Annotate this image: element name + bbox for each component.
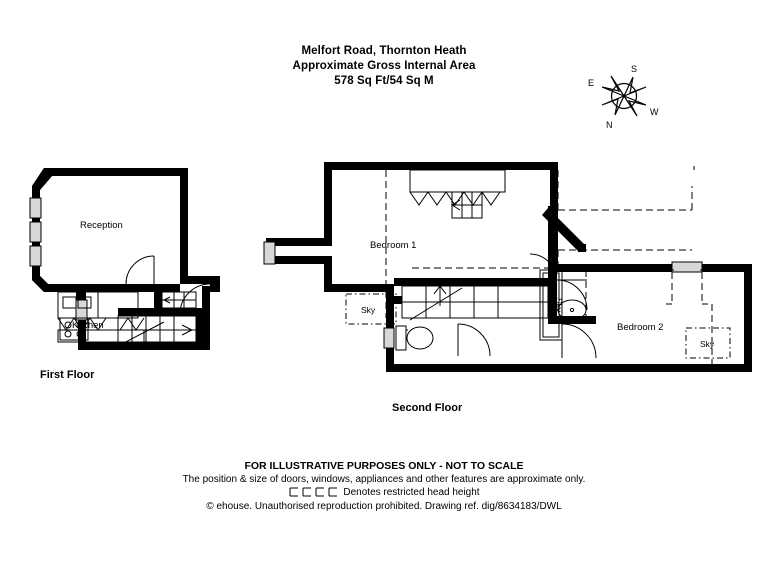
compass-label-top-right: S [631, 64, 637, 74]
plan-area-caption: Approximate Gross Internal Area [292, 60, 476, 72]
footer-block: FOR ILLUSTRATIVE PURPOSES ONLY - NOT TO … [0, 459, 768, 513]
skylight-label-landing: Sky [554, 298, 564, 313]
title-block: Melfort Road, Thornton Heath Approximate… [0, 44, 768, 89]
plan-address: Melfort Road, Thornton Heath [301, 45, 467, 57]
footer-denotes-text: Denotes restricted head height [343, 487, 480, 498]
skylight-landing: Sky [539, 269, 564, 341]
bedroom1-door [529, 253, 557, 281]
footer-headline: FOR ILLUSTRATIVE PURPOSES ONLY - NOT TO … [244, 460, 524, 472]
hall-door [179, 283, 211, 315]
compass-points [601, 75, 647, 117]
room-label-bedroom-1: Bedroom 1 [370, 240, 416, 251]
bathroom-door [457, 323, 491, 357]
first-floor-upper-stair [161, 291, 197, 309]
reception-door [125, 255, 155, 285]
compass-rose: S E W N [588, 64, 659, 130]
kitchen-window [75, 299, 88, 321]
second-floor-main-stair [401, 285, 549, 321]
compass-label-right: W [650, 107, 659, 117]
first-floor-label: First Floor [40, 369, 95, 381]
room-label-bedroom-2: Bedroom 2 [617, 322, 663, 333]
wc-toilet [395, 325, 434, 351]
compass-label-left: E [588, 78, 594, 88]
skylight-label-bedroom-1: Sky [361, 305, 376, 315]
wc-window [383, 327, 395, 349]
skylight-bedroom-2: Sky [685, 327, 731, 359]
restricted-head-height-symbol [289, 487, 338, 497]
kitchen-worktop-lower [57, 329, 145, 343]
bedroom2-door [561, 323, 597, 359]
reception-bay-windows [29, 197, 42, 267]
footer-denotes-line: Denotes restricted head height [0, 486, 768, 500]
first-floor-plan: Reception Kitchen [29, 168, 220, 350]
bedroom2-window [671, 261, 703, 273]
room-label-kitchen: Kitchen [72, 320, 104, 331]
skylight-label-bedroom-2: Sky [700, 339, 715, 349]
plan-area-value: 578 Sq Ft/54 Sq M [334, 75, 434, 87]
second-floor-upper-stair [451, 191, 483, 219]
second-floor-plan: Bedroom 1 Bedroom 2 [263, 162, 752, 372]
second-floor-label: Second Floor [392, 402, 463, 414]
room-label-reception: Reception [80, 220, 123, 231]
footer-disclaimer: The position & size of doors, windows, a… [182, 474, 586, 485]
first-floor-main-stair [117, 315, 197, 347]
restricted-head-height-lines [385, 166, 744, 364]
kitchen-hob [59, 317, 89, 341]
skylight-bedroom-1: Sky [345, 293, 397, 325]
bedroom1-wardrobe [409, 169, 506, 206]
footer-copyright: © ehouse. Unauthorised reproduction proh… [206, 501, 562, 512]
compass-label-bottom-left: N [606, 120, 613, 130]
bedroom1-window [263, 241, 276, 265]
